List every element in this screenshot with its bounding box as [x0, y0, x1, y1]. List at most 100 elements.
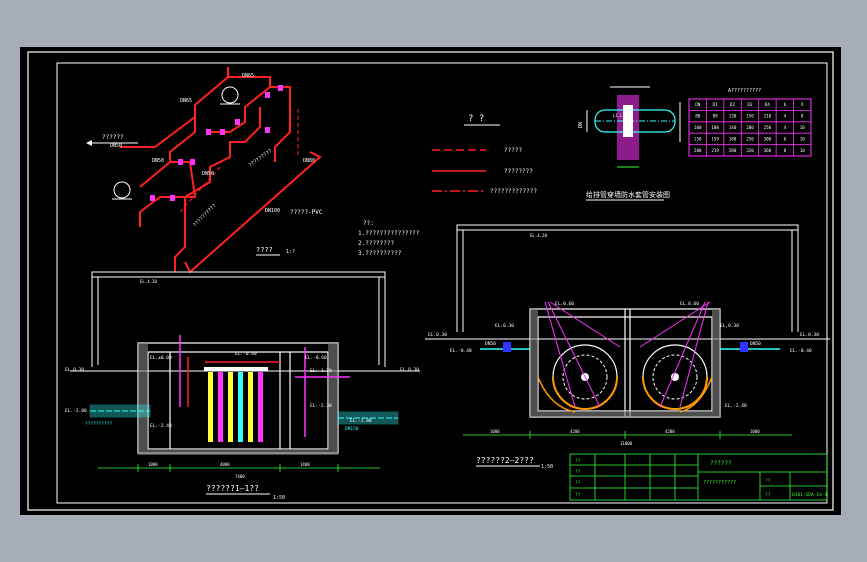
- svg-text:EL.0.30: EL.0.30: [428, 332, 447, 338]
- tb-drawing: ???????????: [703, 480, 736, 486]
- svg-text:DN150: DN150: [345, 426, 359, 432]
- legend-label-1: ?????: [504, 147, 522, 154]
- svg-text:1400: 1400: [300, 462, 310, 467]
- svg-text:DN50: DN50: [750, 341, 761, 347]
- table-cell: 130: [729, 114, 737, 119]
- svg-text:EL.-1.20: EL.-1.20: [310, 368, 332, 374]
- sleeve-label: L1,L2,L3: [613, 113, 633, 118]
- svg-text:DN80: DN80: [303, 158, 315, 164]
- section-1-canopy: [70, 271, 420, 372]
- section-2-dimensions: [463, 431, 792, 439]
- section-2-pumps: [503, 342, 748, 352]
- table-cell: 250: [764, 125, 772, 130]
- svg-text:4000: 4000: [220, 462, 230, 467]
- table-title: A??????????: [728, 88, 761, 94]
- table-header-cell: δ: [801, 102, 804, 107]
- table-cell: 10: [800, 125, 806, 130]
- notes-line-3: 3.??????????: [358, 250, 402, 257]
- tb-label: ??: [575, 492, 581, 498]
- section-2-scale: 1:50: [541, 464, 553, 470]
- tb-label: ??: [575, 480, 581, 486]
- svg-text:EL.-2.80: EL.-2.80: [65, 408, 87, 414]
- svg-text:1000: 1000: [490, 429, 500, 434]
- legend-label-3: ?????????????: [490, 188, 537, 195]
- table-cell: 360: [764, 148, 772, 153]
- svg-text:EL.-2.30: EL.-2.30: [310, 403, 332, 409]
- iso-scale: 1:?: [286, 249, 295, 255]
- svg-text:1000: 1000: [148, 462, 158, 467]
- table-grid: [689, 99, 811, 156]
- svg-text:DN50: DN50: [485, 341, 496, 347]
- table-cell: 4: [784, 125, 787, 130]
- notes-heading: ??:: [363, 220, 374, 227]
- svg-text:EL.0.30: EL.0.30: [800, 332, 819, 338]
- iso-outlet-label: ??????: [102, 134, 124, 141]
- legend-label-2: ????????: [504, 168, 533, 175]
- svg-text:EL.-0.40: EL.-0.40: [450, 348, 472, 354]
- svg-text:EL.0.30: EL.0.30: [720, 323, 739, 329]
- svg-text:4200: 4200: [570, 429, 580, 434]
- tb-label: ??: [575, 458, 581, 464]
- tb-label: ??: [575, 469, 581, 475]
- table-header-cell: D1: [713, 102, 719, 107]
- section-1-outlet-pipe: [337, 411, 399, 425]
- legend-title: ? ?: [468, 114, 484, 124]
- section-2-caption: ??????2—2???: [476, 456, 534, 465]
- tb-project: ??????: [710, 460, 732, 467]
- table-cell: 210: [764, 114, 772, 119]
- section-1-pipes: [179, 335, 350, 437]
- table-cell: 300: [764, 136, 772, 141]
- inner-border: [56, 62, 828, 504]
- table-cell: 200: [694, 148, 702, 153]
- iso-caption: ????: [256, 246, 273, 254]
- svg-text:DN50: DN50: [152, 158, 164, 164]
- svg-text:EL.0.60: EL.0.60: [555, 301, 574, 307]
- svg-text:4200: 4200: [665, 429, 675, 434]
- svg-text:11000: 11000: [620, 441, 633, 446]
- section-2-canopy: [425, 224, 830, 340]
- table-cell: 159: [711, 136, 719, 141]
- tb-label: ??: [765, 478, 771, 484]
- iso-dashed: [179, 109, 299, 213]
- svg-text:EL.0.30: EL.0.30: [400, 367, 419, 373]
- svg-text:EL.0.30: EL.0.30: [65, 367, 84, 373]
- iso-riser-label: ?????????: [248, 148, 274, 168]
- svg-text:DN50: DN50: [202, 171, 214, 177]
- table-cell: 80: [695, 114, 701, 119]
- table-cell: 8: [784, 148, 787, 153]
- svg-text:EL.-0.40: EL.-0.40: [790, 348, 812, 354]
- outer-border: [27, 51, 834, 511]
- table-cell: 10: [800, 148, 806, 153]
- tb-code: 0381-SDA-16-4: [792, 492, 828, 498]
- svg-text:EL.-2.40: EL.-2.40: [725, 403, 747, 409]
- iso-riser-label-2: ??????????: [192, 203, 218, 229]
- table-cell: 180: [729, 136, 737, 141]
- svg-text:EL.±0.00: EL.±0.00: [150, 355, 172, 361]
- svg-text:1000: 1000: [750, 429, 760, 434]
- svg-text:EL.-2.40: EL.-2.40: [150, 423, 172, 429]
- section-1-caption: ??????1—1??: [206, 484, 259, 493]
- iso-pvc-label: ?????-PVC: [290, 209, 323, 216]
- svg-text:EL.0.60: EL.0.60: [680, 301, 699, 307]
- svg-text:DN50: DN50: [110, 143, 122, 149]
- svg-text:DN65: DN65: [242, 73, 254, 79]
- table-cell: 150: [694, 136, 702, 141]
- iso-pumps: [112, 86, 240, 200]
- table-cell: 280: [729, 148, 737, 153]
- svg-text:EL.-0.60: EL.-0.60: [305, 355, 327, 361]
- section-2-canopy-label: EL.4.20: [530, 233, 547, 238]
- table-header-cell: D3: [747, 102, 753, 107]
- notes-line-2: 2.????????: [358, 240, 395, 247]
- section-2-discs: [552, 344, 708, 410]
- section-2-dim-labels: 1000 4200 4200 1000 11000: [490, 429, 760, 446]
- table-cell: 140: [729, 125, 737, 130]
- svg-text:EL.-2.80: EL.-2.80: [350, 418, 372, 424]
- table-header-cell: b: [784, 102, 787, 107]
- sleeve-caption: 给排管穿墙防水套管安装图: [586, 190, 670, 199]
- table-header-cell: D2: [730, 102, 736, 107]
